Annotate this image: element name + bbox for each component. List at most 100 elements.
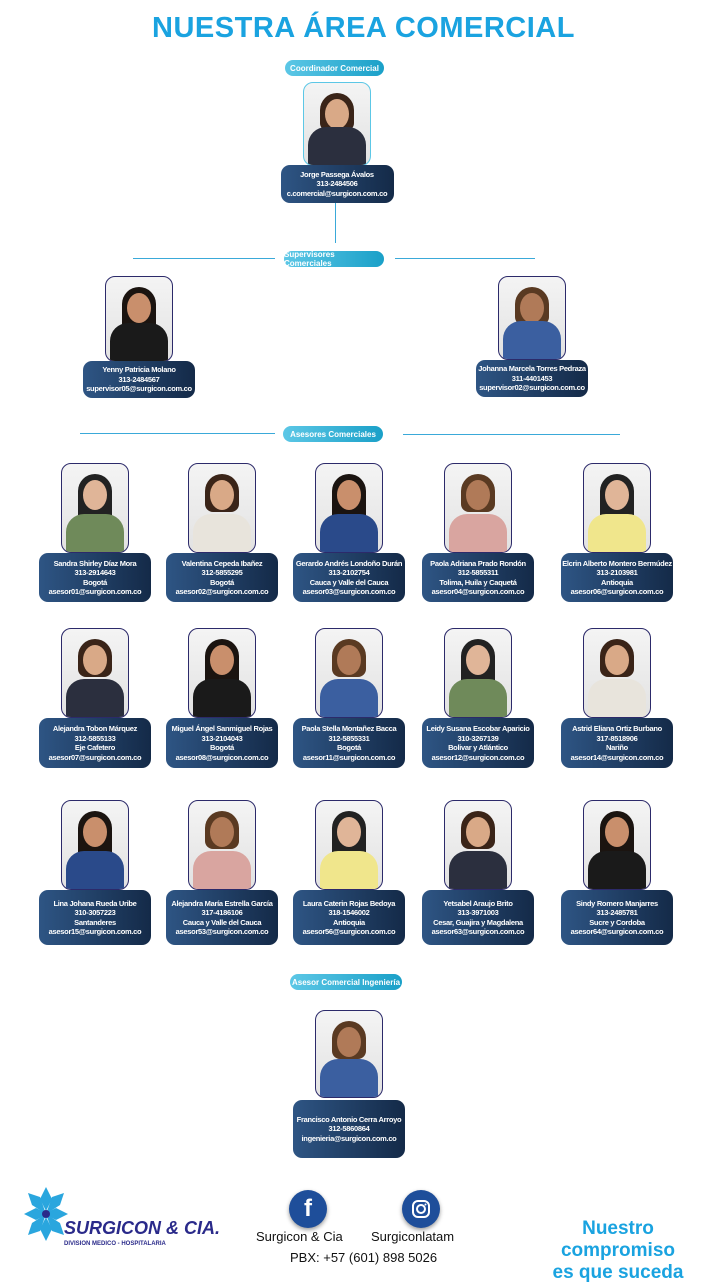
person-name: Jorge Passega Ávalos <box>300 169 374 179</box>
person-phone: 313-2104043 <box>201 733 243 743</box>
person-email[interactable]: asesor01@surgicon.com.co <box>48 587 142 596</box>
person-phone: 313-2103981 <box>596 568 638 577</box>
person-name: Paola Stella Montañez Bacca <box>301 724 397 733</box>
surgicon-logo: SURGICON & CIA. DIVISION MEDICO - HOSPIT… <box>22 1185 220 1248</box>
person-photo <box>444 463 512 553</box>
snowflake-logo-icon <box>24 1187 68 1241</box>
person-phone: 313-2102754 <box>328 568 370 577</box>
section-coordinador: Coordinador Comercial <box>285 60 384 76</box>
person-phone: 313-2484506 <box>316 179 358 189</box>
person-email[interactable]: asesor02@surgicon.com.co <box>175 587 269 596</box>
person-email[interactable]: supervisor02@surgicon.com.co <box>479 383 585 393</box>
section-ingenieria: Asesor Comercial Ingeniería <box>290 974 402 990</box>
divider-line <box>133 258 275 259</box>
brand-name: SURGICON & CIA. <box>64 1218 221 1238</box>
instagram-icon[interactable] <box>402 1190 440 1228</box>
person-region: Eje Cafetero <box>74 743 116 752</box>
person-phone: 317-4186106 <box>201 908 243 917</box>
person-email[interactable]: ingenieria@surgicon.com.co <box>301 1133 397 1143</box>
person-photo <box>105 276 173 362</box>
slogan: Nuestro compromiso es que suceda <box>528 1218 708 1284</box>
person-photo <box>61 800 129 890</box>
person-phone: 312-5855331 <box>328 733 370 743</box>
person-region: Cesar, Guajira y Magdalena <box>433 917 523 927</box>
person-name: Sandra Shirley Díaz Mora <box>53 558 137 568</box>
person-photo <box>61 463 129 553</box>
person-name: Leidy Susana Escobar Aparicio <box>426 724 530 733</box>
person-email[interactable]: c.comercial@surgicon.com.co <box>286 188 388 198</box>
person-email[interactable]: asesor63@surgicon.com.co <box>431 927 525 936</box>
person-photo <box>315 463 383 553</box>
person-phone: 312-5855133 <box>74 733 116 743</box>
person-region: Bogotá <box>82 577 108 587</box>
person-name: Elcrin Alberto Montero Bermúdez <box>562 558 672 568</box>
page-title: NUESTRA ÁREA COMERCIAL <box>152 12 575 44</box>
connector-line <box>335 203 336 243</box>
person-photo <box>583 628 651 718</box>
person-region: Sucre y Cordoba <box>589 917 645 927</box>
person-region: Antioquia <box>333 917 365 927</box>
brand-subtitle: DIVISION MEDICO - HOSPITALARIA <box>64 1241 166 1247</box>
person-email[interactable]: asesor15@surgicon.com.co <box>48 927 142 936</box>
person-name: Miguel Ángel Sanmiguel Rojas <box>171 724 273 733</box>
person-email[interactable]: supervisor05@surgicon.com.co <box>86 384 192 394</box>
person-photo <box>61 628 129 718</box>
person-email[interactable]: asesor08@surgicon.com.co <box>175 752 269 762</box>
person-photo <box>188 628 256 718</box>
person-name: Astrid Eliana Ortiz Burbano <box>572 724 662 733</box>
person-name: Yenny Patricia Molano <box>102 365 176 375</box>
person-email[interactable]: asesor04@surgicon.com.co <box>431 587 525 596</box>
person-photo <box>583 800 651 890</box>
person-name: Laura Caterin Rojas Bedoya <box>302 898 396 908</box>
person-photo <box>583 463 651 553</box>
section-asesores: Asesores Comerciales <box>283 426 383 442</box>
person-email[interactable]: asesor12@surgicon.com.co <box>431 752 525 762</box>
slogan-line: es que suceda <box>552 1262 684 1283</box>
person-name: Yetsabel Araujo Brito <box>443 898 513 908</box>
person-name: Alejandra Tobon Márquez <box>52 724 138 733</box>
person-region: Bogotá <box>336 743 362 752</box>
person-phone: 310-3057223 <box>74 908 116 917</box>
person-region: Santanderes <box>74 917 116 927</box>
person-region: Cauca y Valle del Cauca <box>182 917 262 927</box>
person-phone: 312-5855295 <box>201 568 243 577</box>
facebook-label[interactable]: Surgicon & Cia <box>256 1229 343 1244</box>
person-phone: 313-2484567 <box>118 374 160 384</box>
person-name: Francisco Antonio Cerra Arroyo <box>296 1114 402 1124</box>
person-email[interactable]: asesor53@surgicon.com.co <box>175 927 269 936</box>
person-region: Antioquia <box>601 577 633 587</box>
person-email[interactable]: asesor06@surgicon.com.co <box>570 587 664 596</box>
instagram-label[interactable]: Surgiconlatam <box>371 1229 455 1244</box>
person-region: Nariño <box>606 743 628 752</box>
person-email[interactable]: asesor07@surgicon.com.co <box>48 752 142 762</box>
section-supervisores: Supervisores Comerciales <box>284 250 384 268</box>
person-phone: 312-5855311 <box>457 568 499 577</box>
person-phone: 311-4401453 <box>511 373 553 383</box>
person-email[interactable]: asesor56@surgicon.com.co <box>302 927 396 936</box>
person-name: Sindy Romero Manjarres <box>576 898 658 908</box>
person-photo <box>444 628 512 718</box>
person-email[interactable]: asesor03@surgicon.com.co <box>302 587 396 596</box>
person-phone: 310-3267139 <box>457 733 499 743</box>
person-email[interactable]: asesor14@surgicon.com.co <box>570 752 664 762</box>
person-email[interactable]: asesor64@surgicon.com.co <box>570 927 664 936</box>
divider-line <box>395 258 535 259</box>
slogan-line: Nuestro compromiso <box>560 1218 676 1261</box>
facebook-icon[interactable]: f <box>289 1190 327 1228</box>
person-email[interactable]: asesor11@surgicon.com.co <box>302 752 396 762</box>
person-photo <box>315 800 383 890</box>
person-photo <box>498 276 566 360</box>
person-region: Bogotá <box>209 743 235 752</box>
